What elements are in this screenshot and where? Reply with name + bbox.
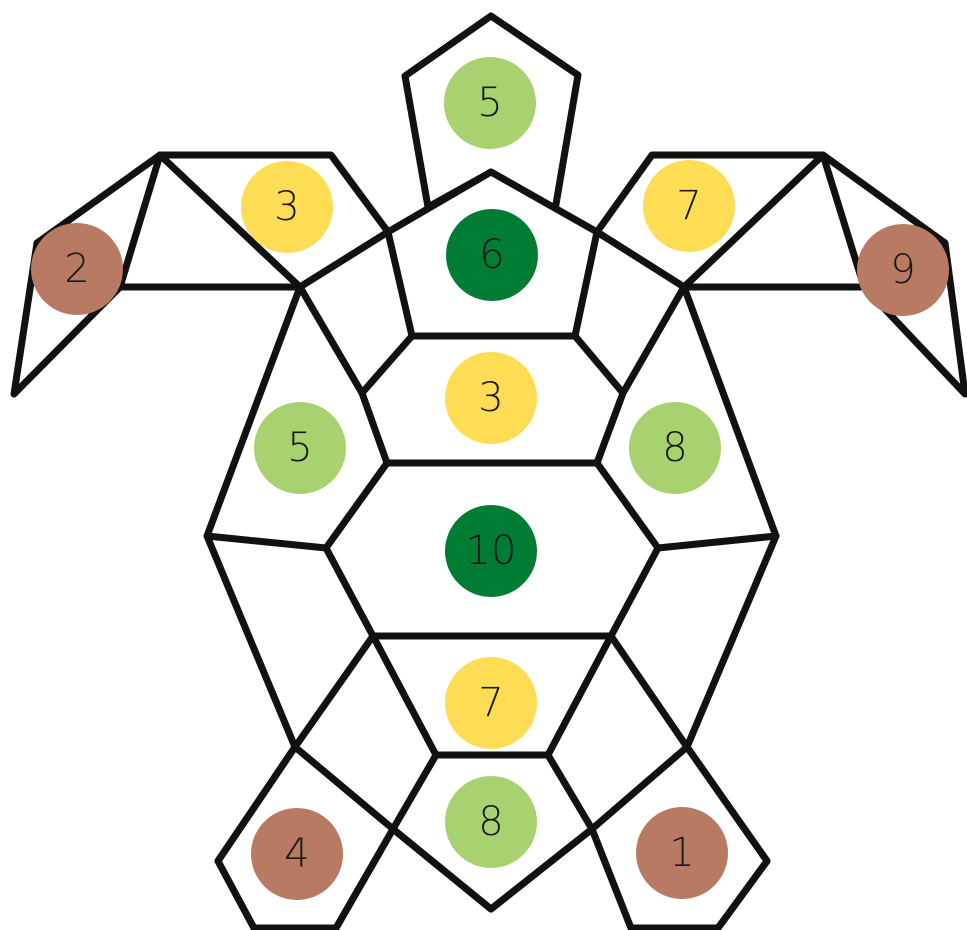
badge-right-flipper-inner-label: 7 [676,183,701,229]
badge-right-flipper-tip-label: 9 [890,247,915,293]
badge-shell-left-label: 5 [287,425,312,471]
badge-shell-right-label: 8 [662,425,687,471]
badge-left-flipper-tip-label: 2 [64,246,89,292]
badge-left-back-foot-label: 4 [284,831,309,877]
badge-shell-top-label: 6 [479,232,504,278]
badge-shell-upper-center-label: 3 [478,375,503,421]
badge-left-flipper-inner-label: 3 [274,184,299,230]
badge-right-back-foot-label: 1 [669,830,694,876]
badge-shell-center-label: 10 [466,528,517,574]
badge-tail-label: 8 [478,799,503,845]
badge-shell-lower-center-label: 7 [478,680,503,726]
badge-head-label: 5 [477,80,502,126]
